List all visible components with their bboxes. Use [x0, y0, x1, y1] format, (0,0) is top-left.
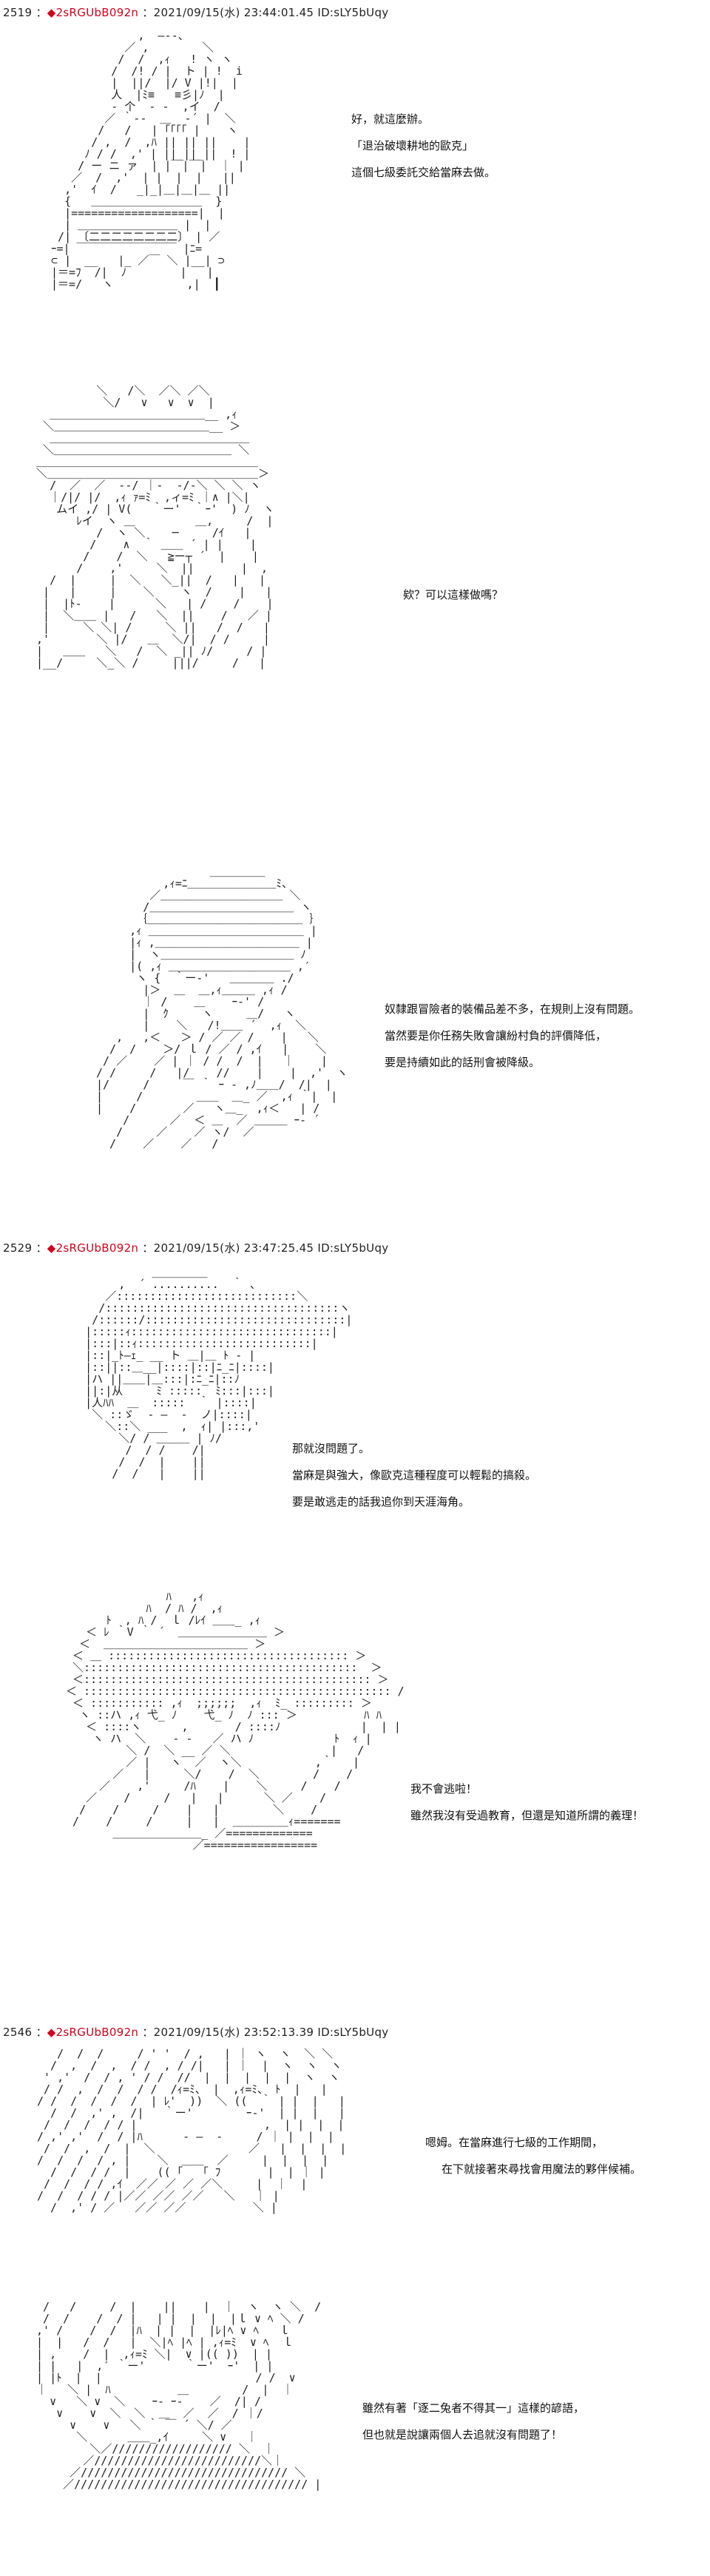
trip-diamond-icon: ◆ — [47, 1241, 56, 1255]
ascii-art-character: ＿＿＿＿＿ , ´ .......... ｀ 、 ／::::::::::::::… — [85, 1266, 353, 1480]
post-number: 2546 — [3, 2026, 33, 2039]
post-header: 2519 ：◆2sRGUbB092n ：2021/09/15(水) 23:44:… — [3, 6, 389, 19]
ascii-art-character: ＿＿＿＿＿ ,ｨ=ﾆ＿＿＿＿＿＿＿＿ﾐ、 ／＿＿＿＿＿＿＿＿＿＿＿ ＼ /＿＿＿… — [96, 865, 348, 1150]
ascii-art-character: , ―‐‐、 ／ , ＼ / / ,ｨ ! ヽ ヽ / /! / | ト | !… — [51, 29, 251, 291]
dialog-line: 但也就是說讓兩個人去追就沒有問題了！ — [362, 2428, 563, 2441]
dialog-line: 要是敢逃走的話我追你到天涯海角。 — [292, 1495, 470, 1508]
dialog-line: 欸？可以這樣做嗎？ — [403, 588, 504, 601]
post-datetime: 2021/09/15(水) 23:47:25.45 — [153, 1241, 314, 1255]
ascii-art-character: ＼ /＼ ／＼ ／＼ ＼/ ∨ ∨ ∨ | ＿＿＿＿＿＿＿＿＿＿＿＿＿＿__ ,… — [36, 384, 274, 670]
dialog-block: 好，就這麼辦。 「退治破壞耕地的歐克」 這個七級委託交給當麻去做。 — [351, 106, 496, 186]
dialog-line: 嗯姆。在當麻進行七級的工作期間， — [425, 2136, 604, 2149]
dialog-line: 那就沒問題了。 — [292, 1442, 371, 1455]
post-datetime: 2021/09/15(水) 23:44:01.45 — [153, 6, 314, 19]
dialog-line: 奴隸跟冒險者的裝備品差不多，在規則上沒有問題。 — [385, 1002, 640, 1016]
poster-id: ID:sLY5bUqy — [317, 2026, 389, 2039]
dialog-block: 那就沒問題了。 當麻是與強大，像歐克這種程度可以輕鬆的搞殺。 要是敢逃走的話我追… — [292, 1435, 536, 1515]
ascii-art-character: ﾊ ,ｨ ﾊ / ﾊ / ,ｨ ﾄ , ﾊ / ｌ /ﾚｲ ＿＿_ ,ｨ ＜ ﾚ… — [66, 1590, 405, 1852]
post-number: 2529 — [3, 1241, 33, 1255]
trip-diamond-icon: ◆ — [47, 6, 56, 19]
dialog-line: 當然要是你任務失敗會讓紛村負的評價降低， — [385, 1029, 607, 1042]
poster-trip[interactable]: 2sRGUbB092n — [55, 1241, 139, 1255]
post-header: 2546 ：◆2sRGUbB092n ：2021/09/15(水) 23:52:… — [3, 2026, 389, 2039]
dialog-block: 奴隸跟冒險者的裝備品差不多，在規則上沒有問題。 當然要是你任務失敗會讓紛村負的評… — [385, 996, 640, 1076]
dialog-block: 我不會逃啦！ 雖然我沒有受過教育，但還是知道所謂的義理！ — [410, 1776, 643, 1829]
poster-id: ID:sLY5bUqy — [317, 1241, 389, 1255]
ascii-art-character: / / / / ' ' / , | ｜ ヽ ヽ ＼ ＼ / , / , / / … — [37, 2047, 347, 2214]
ascii-art-character: / / / | || | ｜ ヽ ヽ ＼ / / / / / | | | | |… — [36, 2300, 322, 2491]
trip-diamond-icon: ◆ — [47, 2026, 56, 2039]
post-number: 2519 — [3, 6, 33, 19]
poster-trip[interactable]: 2sRGUbB092n — [55, 6, 139, 19]
dialog-line: 這個七級委託交給當麻去做。 — [351, 166, 496, 179]
dialog-line: 「退治破壞耕地的歐克」 — [351, 139, 474, 152]
dialog-line: 我不會逃啦！ — [410, 1782, 478, 1796]
dialog-line: 雖然我沒有受過教育，但還是知道所謂的義理！ — [410, 1809, 644, 1822]
dialog-line: 當麻是與強大，像歐克這種程度可以輕鬆的搞殺。 — [292, 1469, 537, 1482]
post-header: 2529 ：◆2sRGUbB092n ：2021/09/15(水) 23:47:… — [3, 1241, 389, 1255]
dialog-line: 在下就接著來尋找會用魔法的夥伴候補。 — [442, 2162, 642, 2176]
poster-trip[interactable]: 2sRGUbB092n — [55, 2026, 139, 2039]
post-datetime: 2021/09/15(水) 23:52:13.39 — [153, 2026, 314, 2039]
dialog-line: 要是持續如此的話刑會被降級。 — [385, 1056, 541, 1069]
dialog-block: 欸？可以這樣做嗎？ — [403, 581, 503, 608]
dialog-line: 雖然有著「逐二兔者不得其一」這樣的諺語， — [362, 2401, 585, 2415]
poster-id: ID:sLY5bUqy — [317, 6, 389, 19]
dialog-block: 雖然有著「逐二兔者不得其一」這樣的諺語， 但也就是說讓兩個人去追就沒有問題了！ — [362, 2395, 584, 2448]
dialog-line: 好，就這麼辦。 — [351, 112, 430, 126]
dialog-block: 嗯姆。在當麻進行七級的工作期間， 在下就接著來尋找會用魔法的夥伴候補。 — [425, 2129, 641, 2182]
